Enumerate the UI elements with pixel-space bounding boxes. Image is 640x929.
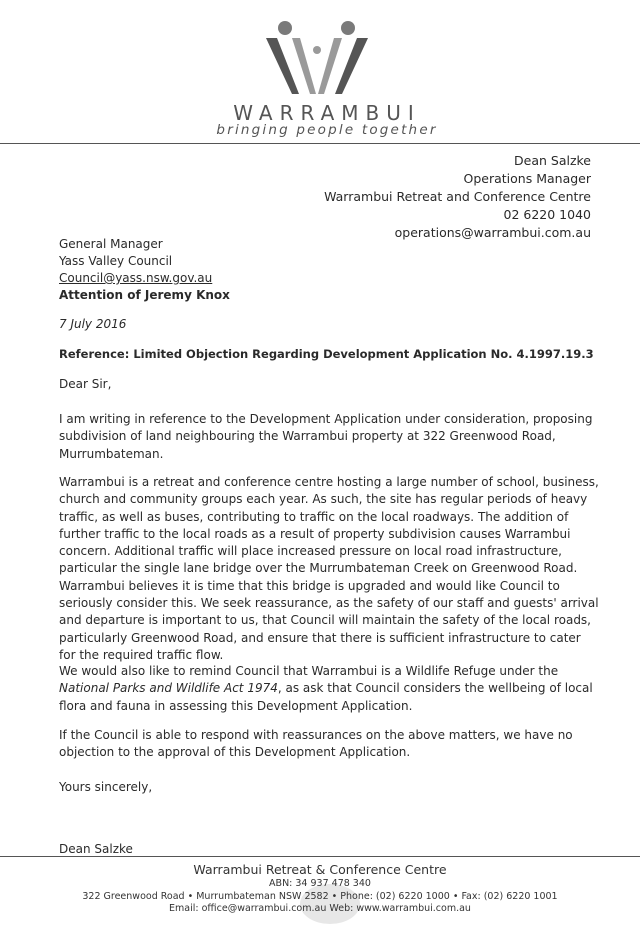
recipient-email-link[interactable]: Council@yass.nsw.gov.au [59,271,213,285]
brand-name: WARRAMBUI [233,101,421,125]
sender-block: Dean Salzke Operations Manager Warrambui… [324,152,591,242]
act-title: National Parks and Wildlife Act 1974 [59,681,278,696]
letterhead-logo [0,18,640,96]
signer-name: Dean Salzke [59,842,133,856]
footer-address: 322 Greenwood Road • Murrumbateman NSW 2… [82,890,558,902]
body-paragraph-3: We would also like to remind Council tha… [59,663,599,715]
footer-divider [0,856,640,857]
footer-block: Warrambui Retreat & Conference Centre AB… [0,861,640,916]
letter-closing: Yours sincerely, [59,780,153,794]
letter-salutation: Dear Sir, [59,377,112,391]
faint-stamp-mark [300,884,360,924]
two-figures-w-logo-icon [266,21,368,94]
footer-contact[interactable]: Email: office@warrambui.com.au Web: www.… [169,903,471,914]
sender-role: Operations Manager [463,171,591,186]
recipient-title: General Manager [59,237,163,251]
footer-organization: Warrambui Retreat & Conference Centre [193,862,447,877]
body-paragraph-4: If the Council is able to respond with r… [59,728,573,760]
sender-name: Dean Salzke [514,153,591,168]
sender-organization: Warrambui Retreat and Conference Centre [324,189,591,204]
letter-reference: Reference: Limited Objection Regarding D… [59,347,594,361]
sender-phone: 02 6220 1040 [503,207,591,222]
header-divider [0,143,640,144]
body-paragraph-2: Warrambui is a retreat and conference ce… [59,475,599,662]
sender-email[interactable]: operations@warrambui.com.au [394,225,591,240]
recipient-organization: Yass Valley Council [59,254,173,268]
brand-tagline: bringing people together [216,122,438,138]
letter-date: 7 July 2016 [59,317,127,331]
footer-abn: ABN: 34 937 478 340 [269,878,371,889]
recipient-block: General Manager Yass Valley Council Coun… [59,236,230,304]
paragraph-3-lead: We would also like to remind Council tha… [59,664,559,678]
paragraph-3-tail: , as ask that Council considers the well… [59,681,593,713]
recipient-attention: Attention of Jeremy Knox [59,288,230,302]
body-paragraph-1: I am writing in reference to the Develop… [59,412,593,461]
